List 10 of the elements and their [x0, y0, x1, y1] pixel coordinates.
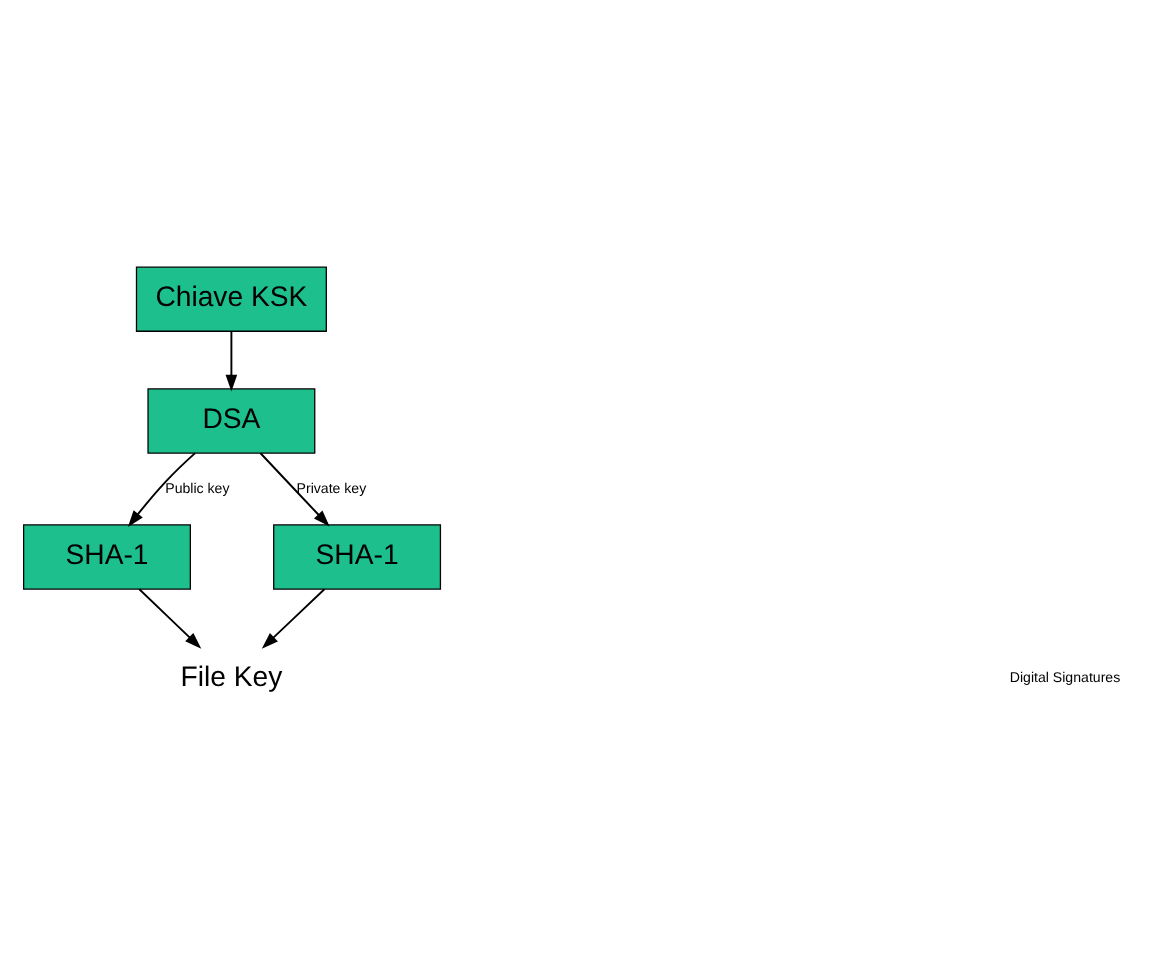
- node-box: SHA-1: [273, 523, 442, 589]
- arrow: [261, 587, 326, 648]
- arrow: [138, 587, 202, 648]
- node-text: File Key: [180, 658, 283, 691]
- node-box: Chiave KSK: [135, 265, 327, 331]
- arrow: [127, 451, 197, 526]
- node-box: DSA: [147, 387, 316, 453]
- arrow: [225, 329, 238, 391]
- arrow: [259, 451, 330, 526]
- node-box: SHA-1: [23, 523, 191, 589]
